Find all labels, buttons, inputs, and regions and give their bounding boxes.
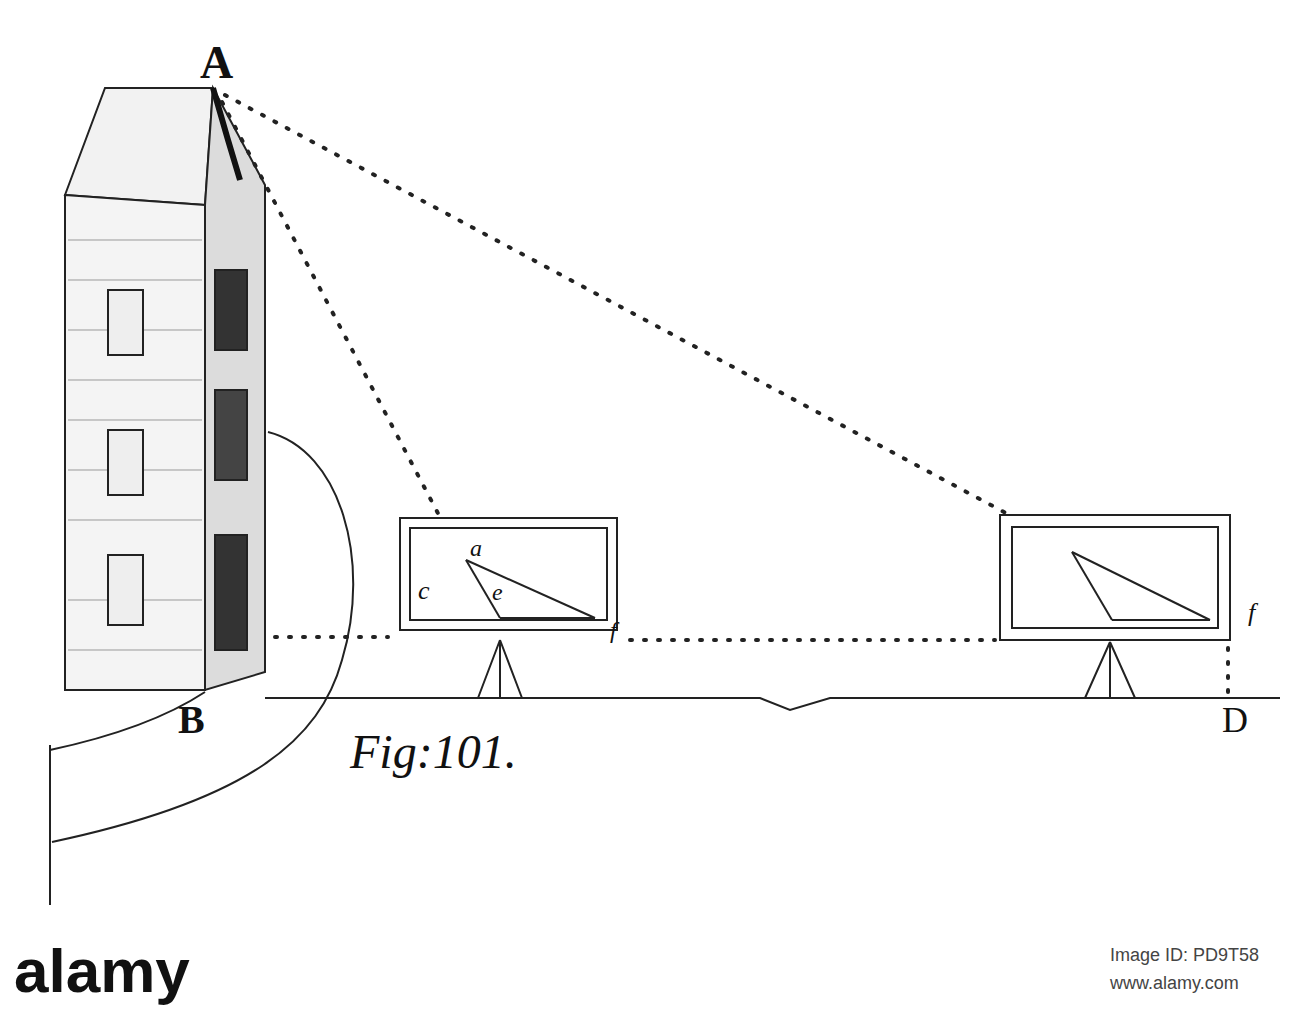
point-label: c (418, 578, 430, 604)
point-label: f (610, 618, 617, 642)
point-label: e (492, 580, 503, 604)
watermark-bar (0, 920, 1300, 1013)
point-label: A (200, 40, 233, 86)
watermark-text: Image ID: PD9T58 (1110, 946, 1259, 964)
plane-table (400, 518, 617, 698)
building (65, 88, 265, 690)
watermark-text: www.alamy.com (1110, 974, 1239, 992)
watermark-logo: alamy (14, 940, 190, 1002)
point-label: B (178, 700, 205, 740)
point-label: D (1222, 702, 1248, 738)
plane-table (1000, 515, 1230, 698)
point-label: a (470, 536, 482, 560)
point-label: f (1248, 600, 1255, 626)
ground-line (265, 698, 1280, 710)
road (50, 432, 353, 905)
figure-caption: Fig:101. (350, 728, 517, 776)
